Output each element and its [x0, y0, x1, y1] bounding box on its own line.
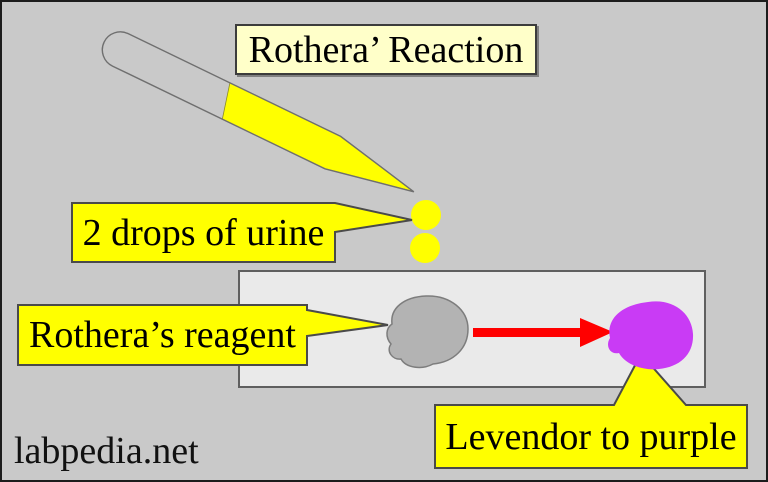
reagent-spot — [386, 295, 469, 369]
result-spot — [608, 301, 694, 370]
result-callout-label: Levendor to purple — [445, 415, 737, 458]
urine-drop-1 — [411, 200, 441, 230]
reagent-callout-label: Rothera’s reagent — [29, 314, 296, 356]
urine-drop-2 — [410, 233, 440, 263]
pipette-outline — [101, 31, 415, 193]
reaction-arrow-head — [580, 318, 613, 347]
urine-callout-label: 2 drops of urine — [82, 211, 325, 254]
pipette-liquid — [221, 82, 414, 192]
diagram-title: Rothera’ Reaction — [235, 24, 537, 75]
result-callout-shape — [434, 352, 748, 469]
reaction-arrow-shaft — [473, 328, 581, 337]
dropper-pipette — [101, 31, 415, 193]
watermark: labpedia.net — [14, 430, 199, 472]
reagent-callout-shape — [17, 304, 389, 366]
reaction-arrow — [473, 318, 613, 347]
urine-callout-shape — [71, 202, 413, 263]
